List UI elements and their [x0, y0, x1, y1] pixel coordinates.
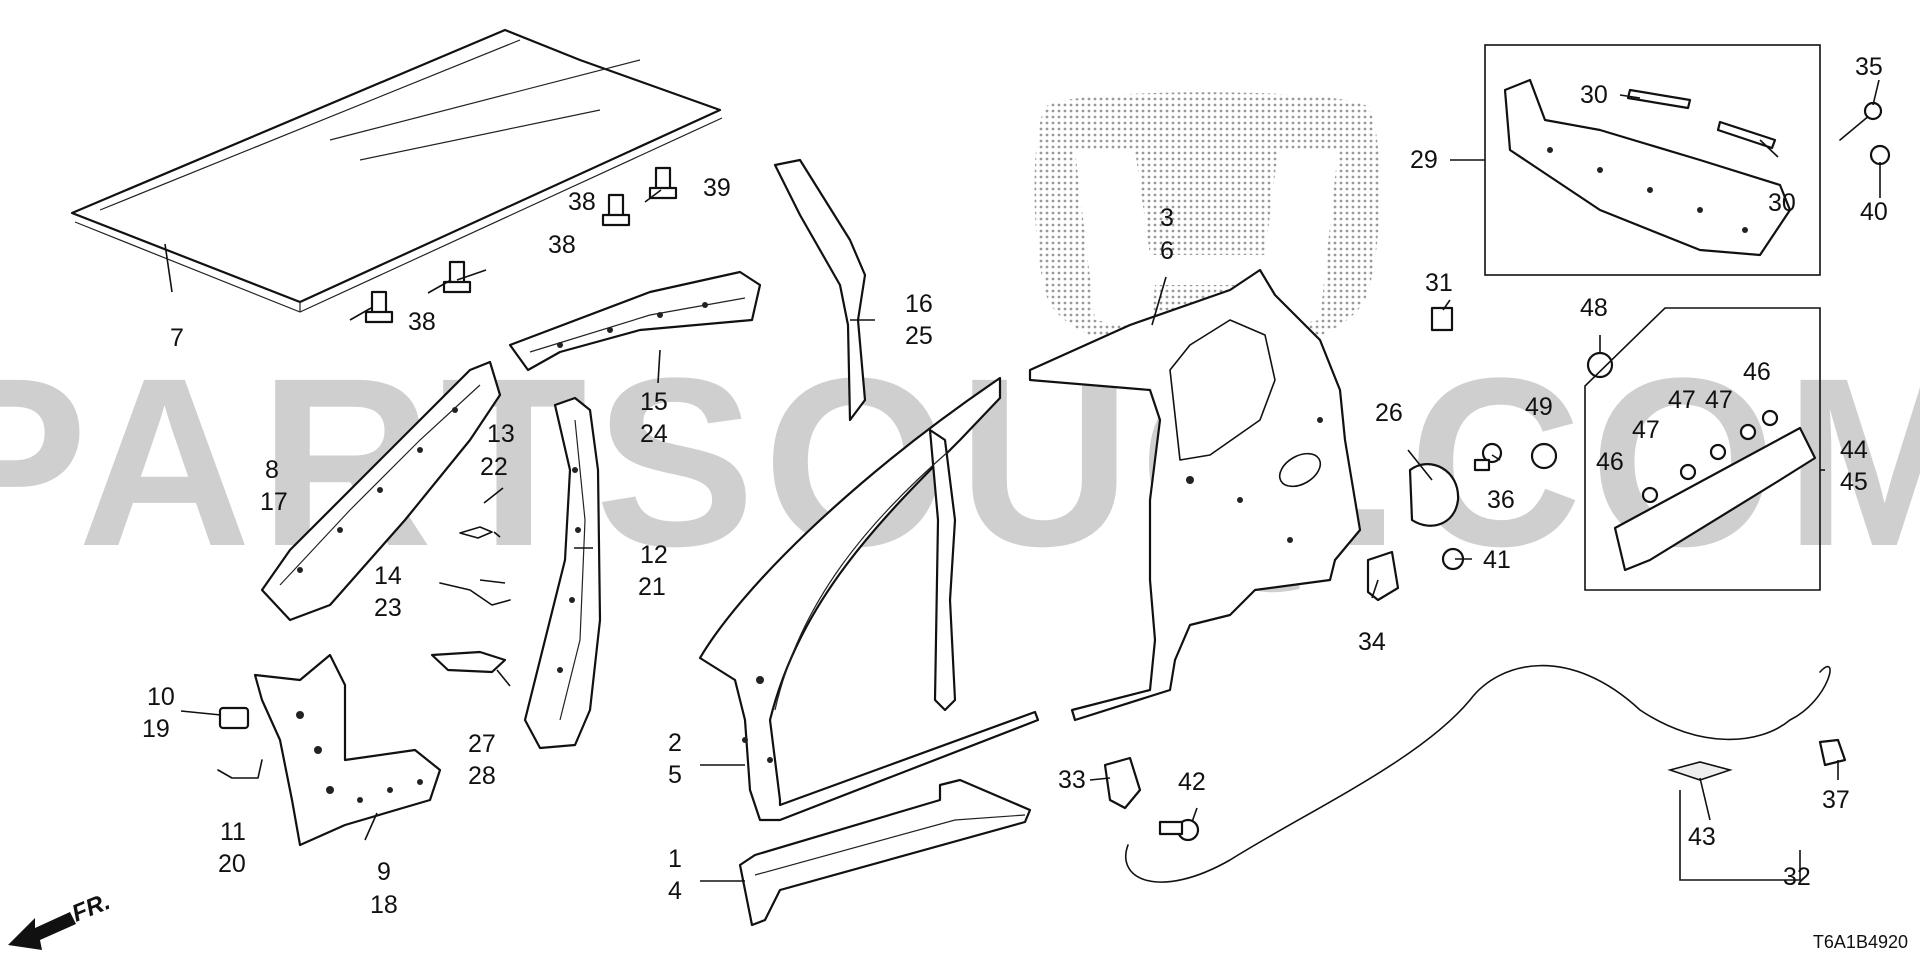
callout-39: 39 [703, 174, 731, 202]
b-pillar [523, 396, 602, 750]
clip-37 [1818, 738, 1847, 767]
callout-46-a: 46 [1743, 358, 1771, 386]
callout-16: 16 [905, 290, 933, 318]
callout-30-a: 30 [1580, 81, 1608, 109]
callout-labels: 7 38 38 38 39 8 17 13 22 14 23 15 24 16 … [142, 53, 1888, 919]
rear-quarter-panel [1028, 268, 1362, 722]
bracket-14 [439, 582, 511, 606]
callout-35: 35 [1855, 53, 1883, 81]
front-direction-arrow: FR. [8, 888, 114, 950]
grommet-48 [1586, 351, 1614, 379]
callout-18: 18 [370, 891, 398, 919]
callout-9: 9 [377, 858, 391, 886]
callout-21: 21 [638, 573, 666, 601]
bracket-11 [217, 759, 263, 779]
callout-26: 26 [1375, 399, 1403, 427]
bolt-42 [1158, 818, 1200, 842]
side-outer-panel [698, 376, 1040, 822]
roof-panel [70, 28, 723, 313]
garnish-group-box [1584, 307, 1821, 591]
callout-40: 40 [1860, 198, 1888, 226]
callout-1: 1 [668, 845, 682, 873]
part-30-b [1716, 120, 1777, 150]
bracket-13 [459, 526, 493, 539]
callout-47-c: 47 [1632, 416, 1660, 444]
honda-logo [1034, 92, 1380, 360]
bolt-38-c [601, 193, 631, 227]
rear-garnish [1613, 409, 1817, 572]
callout-30-b: 30 [1768, 189, 1796, 217]
bolt-35 [1839, 101, 1883, 141]
fuel-lid [1408, 463, 1460, 527]
callout-32: 32 [1783, 863, 1811, 891]
callout-19: 19 [142, 715, 170, 743]
roof-side-rail [260, 360, 502, 622]
callout-17: 17 [260, 488, 288, 516]
bracket-27 [430, 650, 507, 674]
part-31 [1430, 306, 1454, 332]
rear-panel [1503, 78, 1792, 257]
callout-46-b: 46 [1596, 448, 1624, 476]
bolt-38-a [364, 290, 394, 324]
upper-rail-member [508, 270, 762, 372]
callout-3: 3 [1160, 204, 1174, 232]
grommet-49 [1530, 442, 1558, 470]
callout-14: 14 [374, 562, 402, 590]
front-label: FR. [68, 888, 114, 928]
callout-2: 2 [668, 729, 682, 757]
callout-23: 23 [374, 594, 402, 622]
callout-33: 33 [1058, 766, 1086, 794]
callout-25: 25 [905, 322, 933, 350]
callout-13: 13 [487, 420, 515, 448]
callout-10: 10 [147, 683, 175, 711]
release-cable [1125, 664, 1831, 883]
callout-29: 29 [1410, 146, 1438, 174]
callout-7: 7 [170, 324, 184, 352]
callout-48: 48 [1580, 294, 1608, 322]
callout-24: 24 [640, 420, 668, 448]
callout-27: 27 [468, 730, 496, 758]
callout-15: 15 [640, 388, 668, 416]
callout-22: 22 [480, 453, 508, 481]
callout-47-a: 47 [1668, 386, 1696, 414]
callout-28: 28 [468, 762, 496, 790]
callout-41: 41 [1483, 546, 1511, 574]
callout-31: 31 [1425, 269, 1453, 297]
a-pillar-lower [253, 653, 442, 847]
bolt-40 [1869, 144, 1891, 166]
side-sill [738, 778, 1032, 927]
callout-8: 8 [265, 456, 279, 484]
callout-38-a: 38 [408, 308, 436, 336]
part-33 [1103, 756, 1142, 810]
pillar-brace [773, 158, 867, 422]
callout-45: 45 [1840, 468, 1868, 496]
callout-11: 11 [220, 818, 246, 846]
leader-lines [164, 79, 1881, 882]
callout-38-b: 38 [548, 231, 576, 259]
callout-47-b: 47 [1705, 386, 1733, 414]
callout-6: 6 [1160, 237, 1174, 265]
callout-38-c: 38 [568, 188, 596, 216]
callout-42: 42 [1178, 768, 1206, 796]
diagram-code: T6A1B4920 [1813, 932, 1908, 952]
callout-37: 37 [1822, 786, 1850, 814]
callout-43: 43 [1688, 823, 1716, 851]
callout-20: 20 [218, 850, 246, 878]
callout-44: 44 [1840, 436, 1868, 464]
callout-5: 5 [668, 761, 682, 789]
part-30-a [1626, 88, 1692, 110]
callout-12: 12 [640, 541, 668, 569]
callout-36: 36 [1487, 486, 1515, 514]
bracket-10 [218, 706, 250, 730]
bolt-38-b [442, 260, 472, 294]
callout-34: 34 [1358, 628, 1386, 656]
callout-4: 4 [668, 877, 682, 905]
bolt-39 [648, 166, 678, 200]
callout-49: 49 [1525, 393, 1553, 421]
pad-43 [1667, 761, 1733, 781]
